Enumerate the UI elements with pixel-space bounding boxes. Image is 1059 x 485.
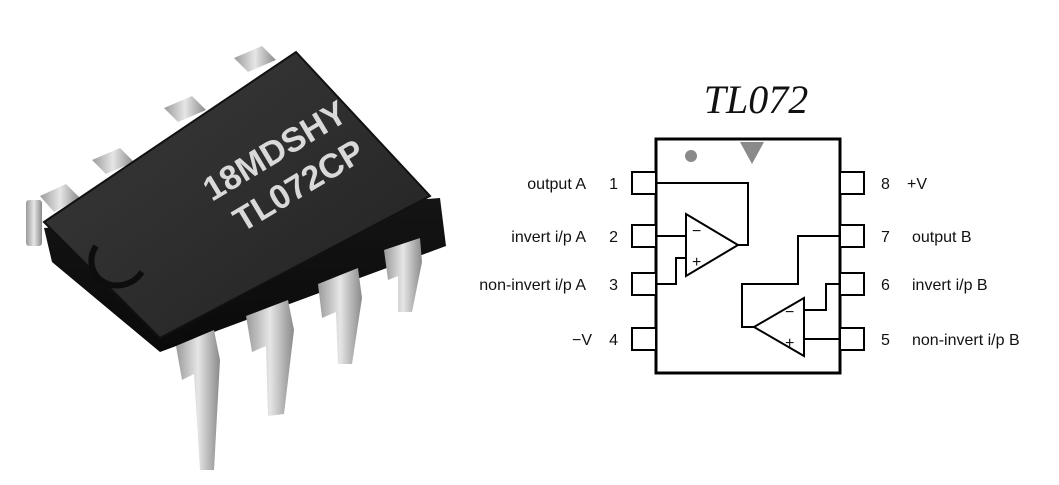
pin-label-3: non-invert i/p A [479, 277, 586, 294]
pin-number-1: 1 [609, 176, 618, 193]
opamp-b-output-feedback-wire [741, 235, 840, 328]
opamp-a: − + [656, 182, 749, 285]
chip-body-top [42, 50, 432, 340]
front-leg-2 [246, 300, 294, 416]
pin-number-7: 7 [881, 229, 890, 246]
pin-label-5: non-invert i/p B [912, 332, 1020, 349]
opamp-a-plus-sign: + [692, 254, 701, 271]
pin-label-2: invert i/p A [511, 229, 586, 246]
opamp-b-plus-sign: + [785, 335, 794, 352]
notch-marker-icon [740, 142, 764, 164]
pin-number-4: 4 [609, 332, 618, 349]
front-legs [176, 238, 422, 470]
back-leg-3 [164, 96, 206, 122]
pin-stub-4 [631, 327, 657, 351]
pin-label-4: −V [572, 332, 592, 349]
pin-number-2: 2 [609, 229, 618, 246]
pin-stub-2 [631, 224, 657, 248]
front-leg-4 [384, 238, 422, 312]
pin-label-7: output B [912, 229, 972, 246]
pin-number-8: 8 [881, 176, 890, 193]
front-leg-1 [176, 330, 220, 470]
pinout-diagram: TL072 − + − + [479, 77, 1020, 375]
pin-number-3: 3 [609, 277, 618, 294]
opamp-a-triangle [685, 212, 740, 278]
chip-photo: 18MDSHY TL072CP [26, 46, 446, 470]
diagram-title: TL072 [704, 77, 809, 122]
back-leg-1 [40, 184, 80, 212]
back-legs [26, 46, 276, 246]
pin1-indicator-dot [685, 150, 697, 162]
pin-stub-5 [839, 327, 865, 351]
opamp-b-inverting-input-wire [804, 283, 840, 311]
pin-label-1: output A [527, 176, 586, 193]
pin-stub-6 [839, 272, 865, 296]
opamp-a-noninverting-input-wire [656, 257, 686, 285]
pin-number-6: 6 [881, 277, 890, 294]
ic-package [654, 137, 842, 375]
pin-stub-7 [839, 224, 865, 248]
back-leg-1-shank [26, 200, 42, 246]
opamp-b-minus-sign: − [785, 304, 794, 321]
pin-stub-3 [631, 272, 657, 296]
opamp-b-triangle [752, 296, 805, 358]
opamp-a-output-feedback-wire [656, 182, 749, 246]
opamp-a-minus-sign: − [692, 223, 701, 240]
pin-stub-1 [631, 171, 657, 195]
pin-label-8: +V [907, 176, 927, 193]
back-leg-2 [92, 148, 134, 174]
opamp-b: − + [741, 235, 840, 358]
back-leg-4 [234, 46, 276, 72]
pin-stub-8 [839, 171, 865, 195]
pin-label-6: invert i/p B [912, 277, 988, 294]
pin-number-5: 5 [881, 332, 890, 349]
chip-notch [88, 244, 145, 289]
front-leg-3 [318, 268, 362, 364]
